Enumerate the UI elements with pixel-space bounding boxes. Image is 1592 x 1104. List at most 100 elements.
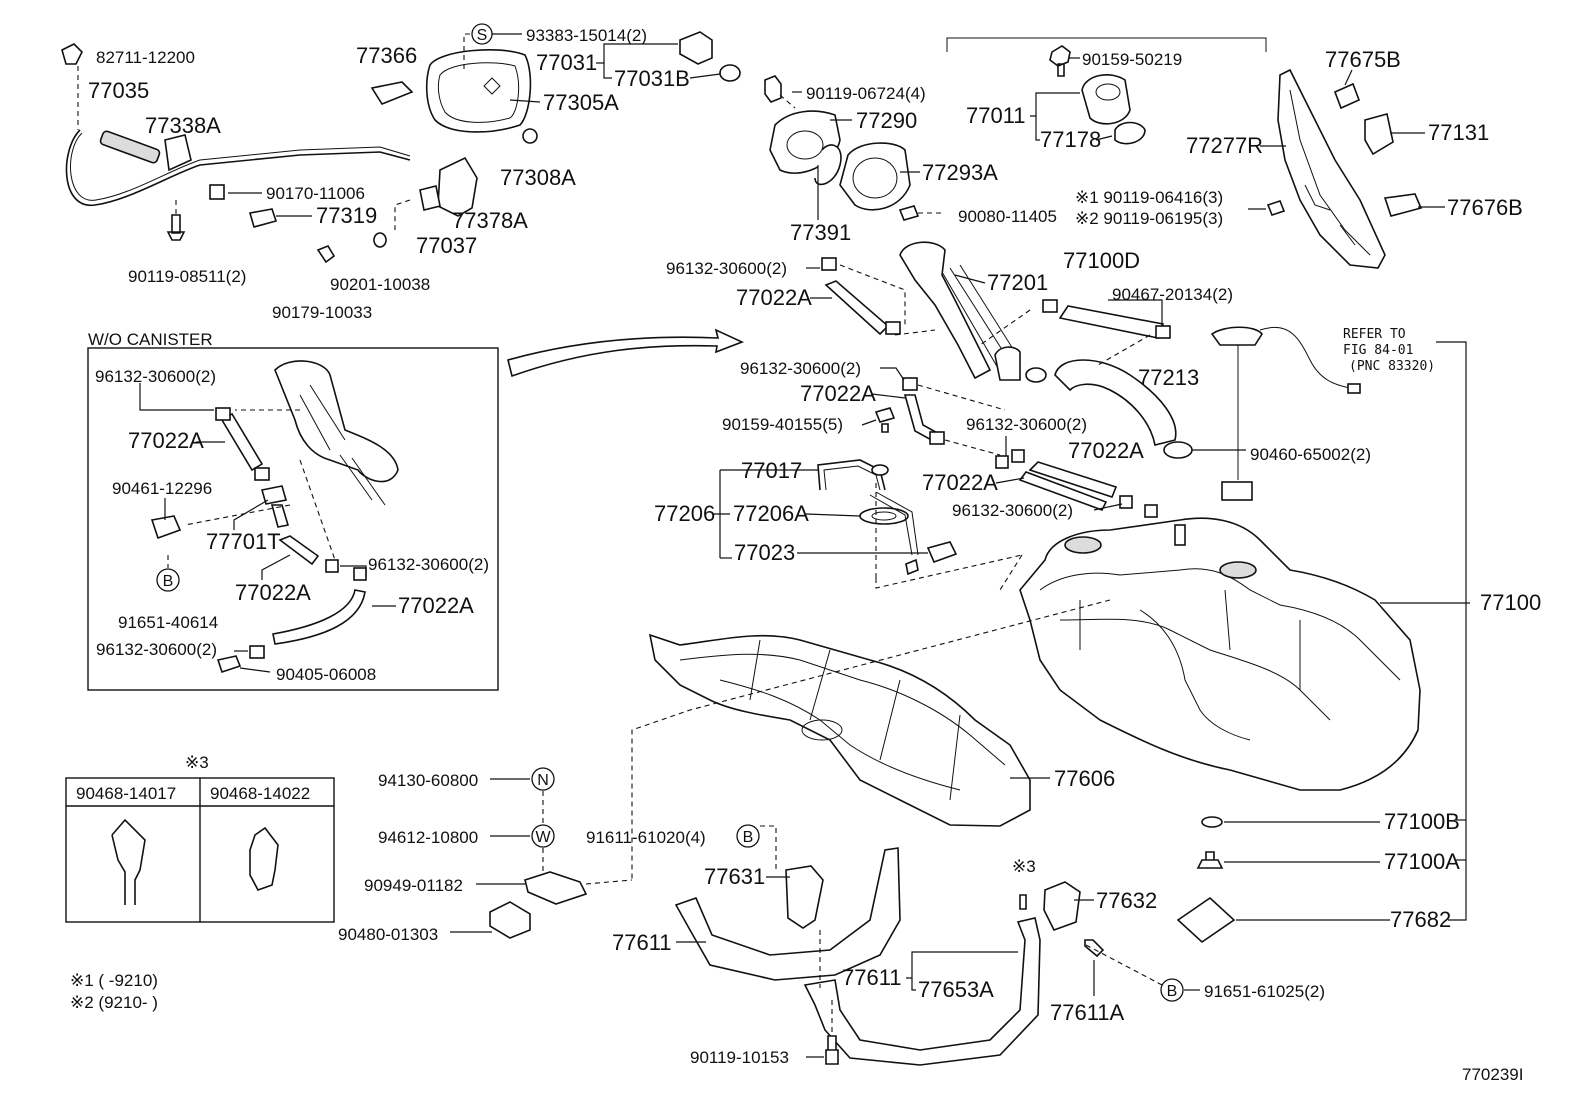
tank-port-b-icon xyxy=(1219,561,1257,579)
label-77206A: 77206A xyxy=(733,501,809,526)
label-96132-a: 96132-30600(2) xyxy=(666,259,787,278)
filler-neck-group xyxy=(764,75,1193,459)
cushion-90949-icon xyxy=(524,871,588,905)
label-77366: 77366 xyxy=(356,43,417,68)
label-w-96132-a: 96132-30600(2) xyxy=(95,367,216,386)
label-77031: 77031 xyxy=(536,50,597,75)
label-77213: 77213 xyxy=(1138,365,1199,390)
screw-note3-icon xyxy=(1019,894,1027,910)
direction-arrow-icon xyxy=(507,328,745,378)
pipe-end-icon xyxy=(994,346,1021,381)
label-90119-06195: ※2 90119-06195(3) xyxy=(1075,209,1223,228)
hose-77100D-icon xyxy=(1058,305,1165,339)
grommet-90201-icon xyxy=(373,232,387,248)
bolt-90159-40155-icon xyxy=(874,407,896,433)
label-wo-canister: W/O CANISTER xyxy=(88,330,213,349)
label-77391: 77391 xyxy=(790,220,851,245)
gasket-77206A-icon xyxy=(859,507,909,525)
label-77676B: 77676B xyxy=(1447,195,1523,220)
label-90080-11405: 90080-11405 xyxy=(958,207,1057,226)
hose-77022A-top-icon xyxy=(824,280,890,336)
label-77022A-c: 77022A xyxy=(1068,438,1144,463)
valve-77011-icon xyxy=(1081,74,1131,125)
cushion-77308A-icon xyxy=(522,128,538,144)
wo-canister-parts: B xyxy=(150,360,399,674)
label-82711-12200: 82711-12200 xyxy=(96,48,195,67)
clip-96132-top2-icon xyxy=(885,321,901,335)
bracket-77676B-icon xyxy=(1383,193,1423,217)
note-1: ※1 ( -9210) xyxy=(70,971,158,990)
label-77319: 77319 xyxy=(316,203,377,228)
bolt-77611A-icon xyxy=(1084,939,1105,958)
label-94130-60800: 94130-60800 xyxy=(378,771,478,790)
label-90201-10038: 90201-10038 xyxy=(330,275,430,294)
label-table-note: ※3 xyxy=(185,753,209,772)
gasket-77178-icon xyxy=(1114,121,1146,145)
label-77606: 77606 xyxy=(1054,766,1115,791)
band-77611-a-icon xyxy=(674,847,901,981)
tank-bands-group xyxy=(674,847,1163,1066)
label-refer-1: REFER TO xyxy=(1343,327,1406,342)
label-w-77022A-b: 77022A xyxy=(235,580,311,605)
label-90179-10033: 90179-10033 xyxy=(272,303,372,322)
label-77290: 77290 xyxy=(856,108,917,133)
hose-77022A-icon xyxy=(220,412,264,472)
grommet-77100B-icon xyxy=(1201,816,1223,828)
cap-77031-icon xyxy=(679,31,713,65)
clip-90468-14022-icon xyxy=(249,826,279,891)
label-77035: 77035 xyxy=(88,78,149,103)
canister-valve-group xyxy=(1049,45,1146,145)
tube-77017-icon xyxy=(817,459,886,491)
label-90159-40155: 90159-40155(5) xyxy=(722,415,843,434)
bracket-77631-icon xyxy=(785,865,824,929)
clamp-90170-icon xyxy=(209,184,225,200)
svg-text:W: W xyxy=(535,829,551,846)
label-90460-65002: 90460-65002(2) xyxy=(1250,445,1371,464)
label-90949-01182: 90949-01182 xyxy=(364,876,463,895)
bolt-90119-10153-icon xyxy=(825,1035,839,1065)
clamp-77319-icon xyxy=(248,208,278,228)
connector-icon xyxy=(1347,383,1361,394)
label-77611A: 77611A xyxy=(1050,1000,1125,1025)
filter-77023-icon xyxy=(926,541,958,564)
label-96132-c: 96132-30600(2) xyxy=(966,415,1087,434)
label-plate-77682-icon xyxy=(1176,896,1236,944)
hose-77022A-low2-icon xyxy=(1018,471,1108,511)
label-77305A: 77305A xyxy=(543,90,619,115)
clip-90468-14017-icon xyxy=(111,818,146,905)
label-77023: 77023 xyxy=(734,540,795,565)
clamp-77213-a-icon xyxy=(1025,367,1047,383)
symbol-N xyxy=(531,767,555,791)
label-77206: 77206 xyxy=(654,501,715,526)
label-90159-50219: 90159-50219 xyxy=(1082,50,1182,69)
label-77201: 77201 xyxy=(987,270,1048,295)
clamp-90467-a-icon xyxy=(1042,299,1058,313)
symbol-B-left xyxy=(156,568,180,592)
fuel-lid-cable-group xyxy=(61,43,411,241)
label-77100B: 77100B xyxy=(1384,809,1460,834)
clip-96132-low-icon xyxy=(1119,495,1133,509)
protector-77277R-icon xyxy=(1277,68,1386,269)
clip-96132-mid3-icon xyxy=(995,455,1009,469)
label-77131: 77131 xyxy=(1428,120,1489,145)
label-77037: 77037 xyxy=(416,233,477,258)
hinge-77366-icon xyxy=(370,81,414,105)
label-refer-2: FIG 84-01 xyxy=(1343,343,1413,358)
label-77632: 77632 xyxy=(1096,888,1157,913)
label-90480-01303: 90480-01303 xyxy=(338,925,438,944)
symbol-W xyxy=(531,824,555,848)
label-77031B: 77031B xyxy=(614,66,690,91)
hose-77022A-c-icon xyxy=(272,589,366,645)
clip-77023-icon xyxy=(905,558,919,576)
label-77011: 77011 xyxy=(966,103,1026,128)
tube-77206-group xyxy=(817,459,1023,589)
clip-96132-d-icon xyxy=(353,567,367,581)
hose-77022A-low-icon xyxy=(1028,461,1118,498)
clip-96132-e-icon xyxy=(249,645,265,659)
label-77022A-b: 77022A xyxy=(800,381,876,406)
table-header-90468-14017: 90468-14017 xyxy=(76,784,176,803)
tube-end-icon xyxy=(871,464,889,476)
label-77293A: 77293A xyxy=(922,160,998,185)
gasket-77031B-icon xyxy=(719,64,741,82)
